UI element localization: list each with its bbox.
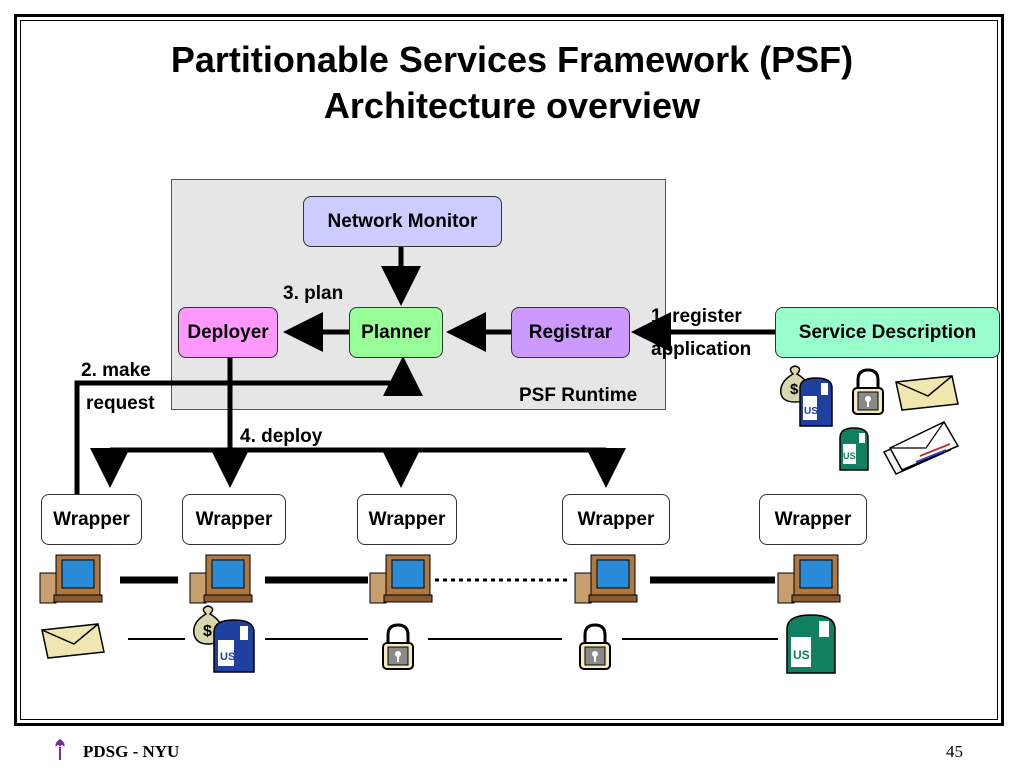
mailbox-icon: US: [839, 427, 869, 471]
computer-icon: [777, 554, 841, 604]
wrapper-box: Wrapper: [357, 494, 457, 545]
wrapper-box: Wrapper: [562, 494, 670, 545]
deployer-box: Deployer: [178, 307, 278, 358]
nyu-torch-icon: [52, 737, 68, 761]
computer-icon: [574, 554, 638, 604]
padlock-icon: [852, 368, 884, 415]
svg-text:US: US: [793, 648, 810, 662]
letters-icon: [882, 421, 960, 475]
request-label-2: request: [86, 393, 155, 414]
wrapper-box: Wrapper: [182, 494, 286, 545]
padlock-icon: [579, 623, 611, 670]
wrapper-box: Wrapper: [759, 494, 867, 545]
register-label-2: application: [651, 339, 752, 360]
svg-text:US: US: [804, 406, 818, 417]
mailbox-icon: US: [799, 377, 833, 427]
slide-subtitle: Architecture overview: [323, 85, 701, 126]
svg-text:US: US: [843, 451, 856, 461]
request-label-1: 2. make: [81, 360, 151, 381]
psf-runtime-label: PSF Runtime: [519, 385, 638, 406]
plan-label: 3. plan: [283, 283, 344, 304]
computer-icon: [189, 554, 253, 604]
deploy-label: 4. deploy: [240, 426, 323, 447]
svg-text:$: $: [203, 623, 212, 640]
footer-org: PDSG - NYU: [83, 742, 180, 761]
registrar-box: Registrar: [511, 307, 630, 358]
network-monitor-box: Network Monitor: [303, 196, 502, 247]
wrapper-box: Wrapper: [41, 494, 142, 545]
slide-frame-inner: [20, 20, 998, 720]
svg-text:$: $: [790, 381, 799, 398]
envelope-icon: [895, 375, 959, 411]
slide-title: Partitionable Services Framework (PSF): [170, 39, 854, 80]
mailbox-icon: US: [213, 619, 255, 673]
service-description-box: Service Description: [775, 307, 1000, 358]
envelope-icon: [41, 623, 105, 659]
register-label-1: 1. register: [651, 306, 742, 327]
mailbox-icon: US: [786, 614, 836, 674]
padlock-icon: [382, 623, 414, 670]
computer-icon: [369, 554, 433, 604]
svg-text:US: US: [220, 651, 235, 663]
page-number: 45: [946, 742, 963, 761]
planner-box: Planner: [349, 307, 443, 358]
slide-frame-outer: [14, 14, 1004, 726]
computer-icon: [39, 554, 103, 604]
